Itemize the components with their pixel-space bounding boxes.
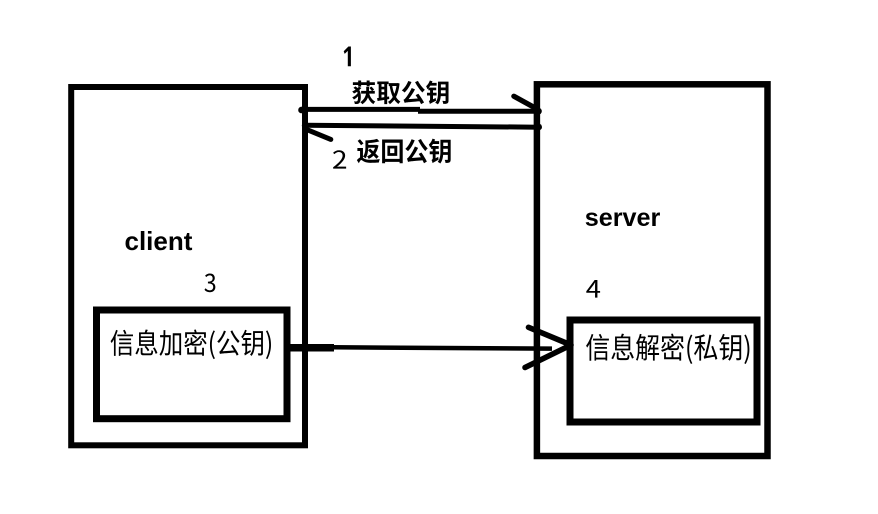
svg-text:server: server	[585, 204, 661, 232]
svg-text:client: client	[125, 226, 193, 256]
